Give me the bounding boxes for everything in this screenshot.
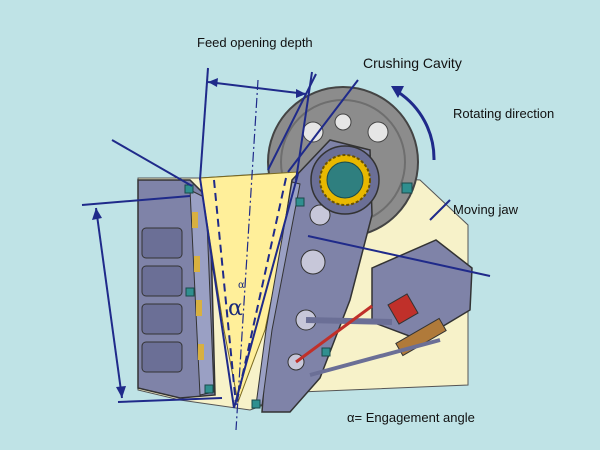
crushing-cavity: [199, 171, 299, 404]
moving-jaw-label: Moving jaw: [453, 202, 519, 217]
toggle-assembly: [295, 239, 473, 377]
alpha-small-label: α: [238, 280, 245, 291]
height-dimension-line: [95, 207, 123, 399]
bolts: [184, 182, 413, 409]
feed-arrowhead-right-icon: [296, 89, 306, 98]
rotation-arrow: [397, 90, 436, 161]
fixed-jaw: [137, 179, 216, 399]
feed-arrowhead-left-icon: [208, 78, 218, 87]
center-axis-line: [235, 79, 259, 431]
engagement-angle-label: α= Engagement angle: [347, 410, 475, 425]
engagement-angle-lines: [213, 177, 287, 406]
rotation-arrowhead-icon: [391, 86, 404, 98]
feed-opening-depth-label: Feed opening depth: [197, 35, 313, 50]
height-arrowhead-bottom-icon: [116, 386, 126, 398]
rotating-direction-label: Rotating direction: [453, 106, 555, 121]
height-arrowhead-top-icon: [92, 208, 102, 220]
annotation-lines: [81, 67, 491, 409]
alpha-symbol-label: α: [228, 296, 243, 321]
eccentric-bearing: [310, 145, 380, 215]
crushing-cavity-label: Crushing Cavity: [363, 55, 462, 71]
